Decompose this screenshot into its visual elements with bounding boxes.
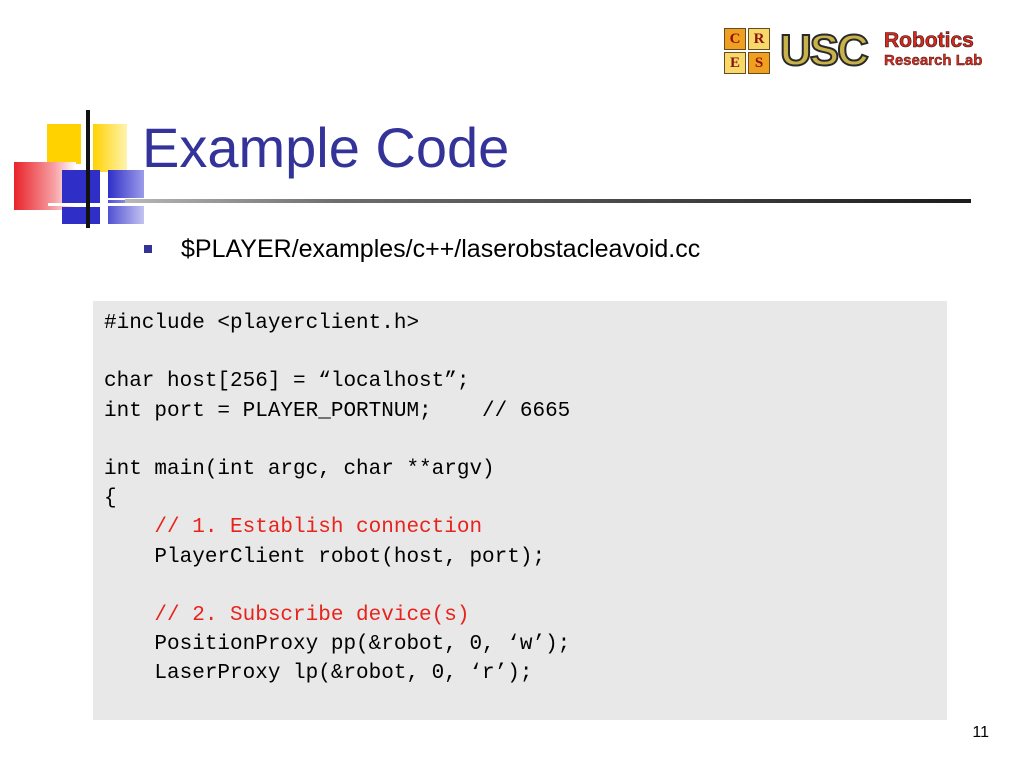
code-line: PlayerClient robot(host, port);	[104, 545, 546, 569]
cres-logo-icon: C R E S	[724, 28, 770, 74]
robotics-logo-text: Robotics	[884, 29, 974, 52]
code-line: int port = PLAYER_PORTNUM; // 6665	[104, 399, 571, 423]
bullet-square-icon	[144, 245, 152, 253]
title-underline	[125, 199, 971, 203]
code-line: PositionProxy pp(&robot, 0, ‘w’);	[104, 633, 571, 657]
decor-vertical-line	[86, 110, 90, 228]
decor-divider	[48, 203, 144, 206]
usc-robotics-logo: C R E S USC Robotics Research Lab	[724, 25, 1002, 76]
code-line	[104, 426, 947, 455]
slide-title: Example Code	[142, 116, 510, 179]
cres-letter-s: S	[748, 52, 770, 74]
code-line	[104, 338, 947, 367]
code-comment-line: // 2. Subscribe device(s)	[104, 603, 470, 627]
code-line: {	[104, 487, 117, 511]
code-line: #include <playerclient.h>	[104, 312, 420, 335]
code-line	[104, 572, 947, 601]
decor-square-blue-gradient	[108, 170, 144, 198]
code-line: int main(int argc, char **argv)	[104, 457, 495, 481]
bullet-item: $PLAYER/examples/c++/laserobstacleavoid.…	[144, 233, 700, 265]
page-number: 11	[972, 724, 989, 741]
research-lab-logo-text: Research Lab	[884, 52, 983, 69]
cres-letter-r: R	[748, 28, 770, 50]
decor-square-blue-lower	[62, 207, 100, 224]
decor-square-blue	[62, 170, 100, 206]
cres-letter-e: E	[724, 52, 746, 74]
usc-logo-text: USC	[779, 25, 870, 76]
code-block: #include <playerclient.h> char host[256] …	[93, 301, 947, 720]
decor-square-yellow-gradient	[93, 124, 127, 172]
cres-letter-c: C	[724, 28, 746, 50]
bullet-text: $PLAYER/examples/c++/laserobstacleavoid.…	[181, 235, 701, 263]
code-comment-line: // 1. Establish connection	[104, 516, 483, 540]
code-line: LaserProxy lp(&robot, 0, ‘r’);	[104, 662, 533, 686]
decor-square-yellow	[47, 124, 81, 164]
code-line: char host[256] = “localhost”;	[104, 370, 470, 394]
